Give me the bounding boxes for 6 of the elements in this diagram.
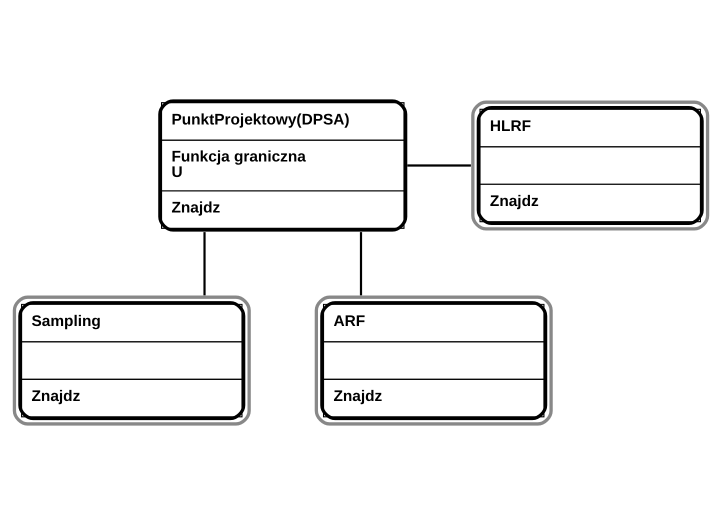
connector	[407, 164, 471, 167]
node-box: HLRF Znajdz	[471, 100, 710, 231]
node-box: Sampling Znajdz	[12, 296, 251, 426]
node-box: ARF Znajdz	[314, 296, 553, 426]
connector	[203, 232, 206, 296]
connector	[360, 232, 362, 296]
